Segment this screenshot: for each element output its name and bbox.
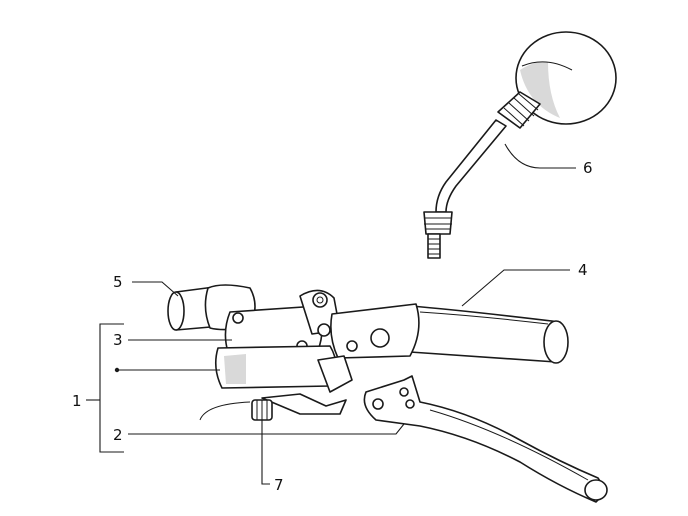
mirror-back-edge [521, 61, 573, 71]
handlebar-grip [409, 305, 569, 364]
brake-master-cylinder [199, 289, 420, 421]
leader-dot [114, 367, 120, 373]
leader-lines [86, 143, 576, 485]
stop-light-switch [251, 399, 273, 421]
mirror-boot [497, 91, 541, 129]
mirror-stem [435, 119, 507, 213]
bracket-1 [99, 323, 124, 453]
cable-outlet [261, 393, 347, 415]
leader-6 [504, 143, 576, 169]
leader-4 [461, 269, 570, 307]
leader-7 [261, 420, 270, 485]
brake-cable [199, 401, 251, 421]
leader-2 [128, 423, 405, 435]
callout-4: 4 [578, 261, 588, 279]
callout-2: 2 [113, 426, 123, 444]
mirror-head-shading [520, 61, 560, 118]
callout-labels: 6 4 5 3 1 2 7 [72, 159, 593, 494]
leader-5 [132, 281, 179, 297]
callout-3: 3 [113, 331, 123, 349]
lever-tip [584, 479, 608, 501]
rear-view-mirror [423, 31, 617, 259]
callout-7: 7 [274, 476, 284, 494]
callout-1: 1 [72, 392, 82, 410]
mirror-base-boot [423, 211, 453, 235]
brake-lever [363, 375, 608, 503]
callout-6: 6 [583, 159, 593, 177]
callout-5: 5 [113, 273, 123, 291]
pivot-lug [317, 355, 353, 393]
mirror-thread [427, 233, 441, 259]
